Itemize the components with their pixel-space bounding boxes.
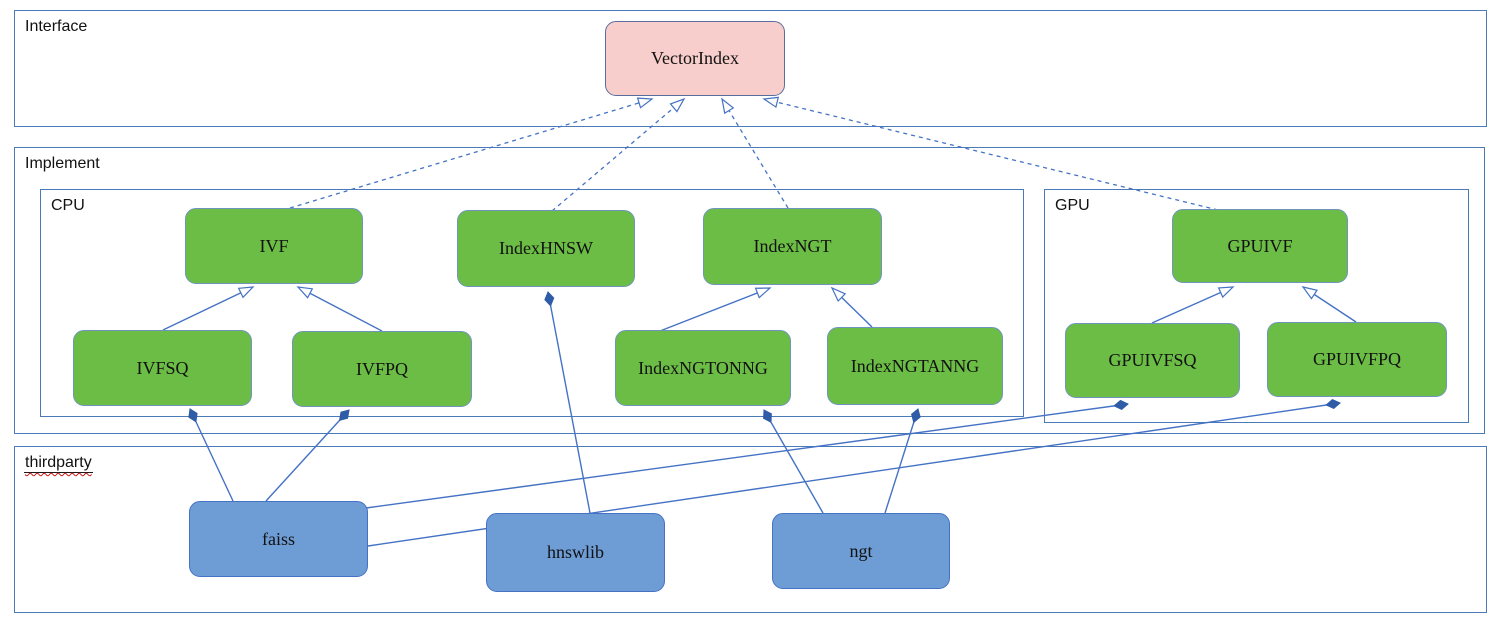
node-ngt-label: ngt bbox=[849, 540, 873, 561]
node-ivfsq-label: IVFSQ bbox=[136, 357, 189, 378]
node-indexngtanng-label: IndexNGTANNG bbox=[850, 355, 980, 376]
edge-ivfpq-ivf[interactable] bbox=[296, 286, 383, 332]
node-gpuivf[interactable]: GPUIVF bbox=[1172, 209, 1348, 283]
edge-indexngtonng-indexngt[interactable] bbox=[659, 287, 772, 332]
edge-gpuivf-vectorindex[interactable] bbox=[762, 96, 1219, 211]
edge-ivfsq-ivf[interactable] bbox=[162, 286, 255, 331]
node-ivfpq-label: IVFPQ bbox=[355, 358, 408, 379]
node-gpuivfsq[interactable]: GPUIVFSQ bbox=[1065, 323, 1240, 398]
node-gpuivfpq-label: GPUIVFPQ bbox=[1312, 349, 1402, 369]
edge-hnswlib-indexhnsw[interactable] bbox=[544, 291, 591, 514]
node-indexngt-label: IndexNGT bbox=[753, 236, 832, 256]
node-hnswlib[interactable]: hnswlib bbox=[486, 513, 665, 592]
node-indexhnsw-label: IndexHNSW bbox=[499, 238, 593, 258]
node-vectorindex[interactable]: VectorIndex bbox=[605, 21, 785, 96]
node-gpuivf-label: GPUIVF bbox=[1227, 235, 1293, 256]
node-indexhnsw[interactable]: IndexHNSW bbox=[457, 210, 635, 287]
node-ivfpq[interactable]: IVFPQ bbox=[292, 331, 472, 407]
node-gpuivfsq-label: GPUIVFSQ bbox=[1108, 350, 1197, 370]
edge-indexngtanng-indexngt[interactable] bbox=[830, 286, 873, 328]
node-ivf-label: IVF bbox=[259, 235, 289, 256]
node-indexngt[interactable]: IndexNGT bbox=[703, 208, 882, 285]
node-indexngtonng-label: IndexNGTONNG bbox=[638, 357, 768, 378]
container-gpu-label: GPU bbox=[1054, 197, 1091, 215]
node-vectorindex-label: VectorIndex bbox=[651, 48, 739, 68]
container-implement-label: Implement bbox=[24, 155, 101, 173]
edge-faiss-gpuivfsq[interactable] bbox=[365, 399, 1129, 509]
node-faiss-label: faiss bbox=[262, 528, 295, 549]
node-faiss[interactable]: faiss bbox=[189, 501, 368, 577]
container-cpu[interactable]: CPU bbox=[40, 189, 1024, 417]
container-interface-label: Interface bbox=[24, 18, 89, 36]
edge-indexngt-vectorindex[interactable] bbox=[721, 97, 789, 209]
edge-indexhnsw-vectorindex[interactable] bbox=[551, 97, 686, 212]
edge-gpuivfpq-gpuivf[interactable] bbox=[1301, 286, 1357, 323]
container-interface[interactable]: Interface bbox=[14, 10, 1487, 127]
node-hnswlib-label: hnswlib bbox=[546, 542, 604, 562]
edge-ngt-indexngtonng[interactable] bbox=[763, 409, 824, 514]
node-gpuivfpq[interactable]: GPUIVFPQ bbox=[1267, 322, 1447, 397]
node-indexngtanng[interactable]: IndexNGTANNG bbox=[827, 327, 1003, 405]
edge-ngt-indexngtanng[interactable] bbox=[884, 408, 921, 514]
edge-faiss-ivfpq[interactable] bbox=[265, 409, 350, 502]
container-cpu-label: CPU bbox=[50, 197, 86, 215]
node-ngt[interactable]: ngt bbox=[772, 513, 950, 589]
container-gpu[interactable]: GPU bbox=[1044, 189, 1469, 423]
edge-ivf-vectorindex[interactable] bbox=[289, 97, 654, 209]
node-ivf[interactable]: IVF bbox=[185, 208, 363, 284]
container-thirdparty[interactable]: thirdparty bbox=[14, 446, 1487, 613]
edge-faiss-ivfsq[interactable] bbox=[188, 408, 234, 502]
container-thirdparty-label: thirdparty bbox=[24, 454, 93, 473]
node-ivfsq[interactable]: IVFSQ bbox=[73, 330, 252, 406]
edge-gpuivfsq-gpuivf[interactable] bbox=[1151, 286, 1235, 324]
node-indexngtonng[interactable]: IndexNGTONNG bbox=[615, 330, 791, 406]
container-implement[interactable]: Implement bbox=[14, 147, 1485, 434]
